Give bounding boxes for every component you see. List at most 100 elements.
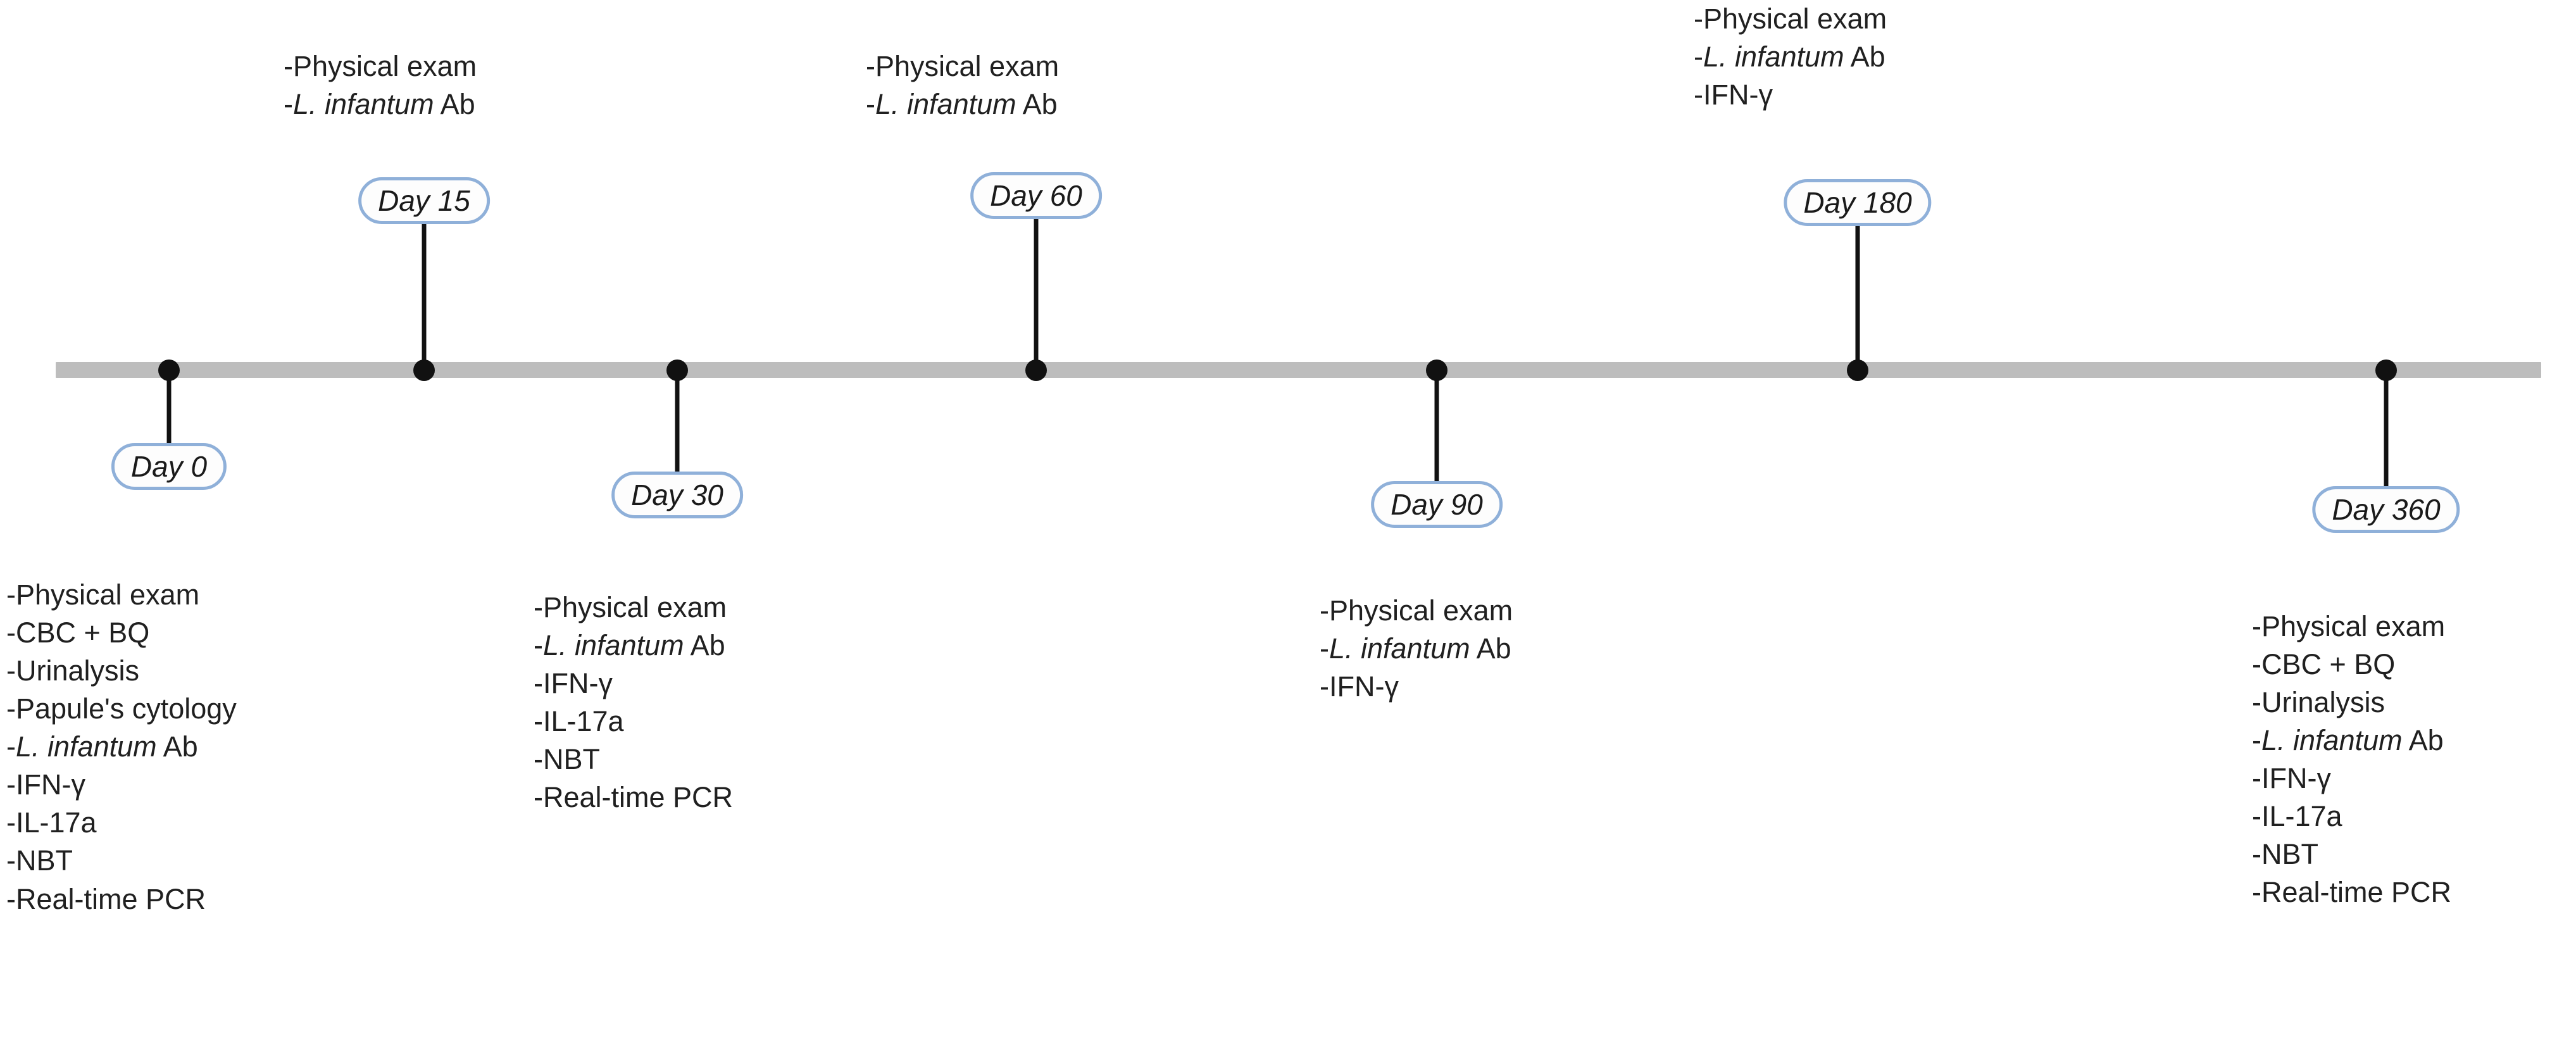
procedure-item-text: -Real-time PCR [534, 781, 734, 814]
timeline-connector-day-15 [422, 224, 427, 370]
species-name-italic: L. infantum [293, 88, 434, 121]
procedure-list-day-30: -Physical exam -L. infantum Ab -IFN-γ -IL-1… [534, 589, 733, 816]
timeline-badge-label: Day 180 [1803, 186, 1912, 219]
procedure-item-text: - [1320, 632, 1329, 665]
procedure-item-text: -IFN-γ [1694, 78, 1773, 111]
procedure-item: -Urinalysis [6, 652, 237, 690]
procedure-item-text: - [284, 88, 293, 121]
species-name-italic: L. infantum [875, 88, 1016, 121]
procedure-item-text: - [6, 730, 16, 763]
timeline-badge-label: Day 360 [2332, 493, 2441, 526]
procedure-item-suffix: Ab [156, 730, 198, 763]
procedure-item-text: - [1694, 41, 1703, 73]
procedure-item: -IFN-γ [1320, 668, 1513, 706]
procedure-item-text: -Papule's cytology [6, 692, 237, 725]
timeline-badge-day-0[interactable]: Day 0 [111, 443, 227, 490]
procedure-item-text: -IFN-γ [534, 667, 613, 700]
procedure-item-text: -Physical exam [284, 50, 477, 82]
procedure-item: -IFN-γ [6, 766, 237, 804]
procedure-item-suffix: Ab [2402, 724, 2444, 757]
procedure-item-suffix: Ab [1470, 632, 1511, 665]
procedure-item: -Physical exam [534, 589, 733, 627]
timeline-connector-day-0 [166, 370, 172, 443]
procedure-item-text: -Real-time PCR [2252, 876, 2452, 909]
timeline-badge-label: Day 0 [130, 450, 208, 483]
procedure-list-day-90: -Physical exam-L. infantum Ab-IFN-γ [1320, 592, 1513, 706]
procedure-item: -NBT [2252, 835, 2451, 873]
procedure-item-text: -Physical exam [2252, 610, 2446, 642]
procedure-item-text: -Physical exam [6, 579, 200, 611]
timeline-badge-day-360[interactable]: Day 360 [2312, 486, 2460, 533]
procedure-item-text: - [2252, 724, 2261, 757]
procedure-item: -L. infantum Ab [284, 85, 477, 123]
timeline-connector-day-360 [2384, 370, 2389, 486]
procedure-list-day-60: -Physical exam-L. infantum Ab [866, 47, 1059, 123]
procedure-item-text: -IFN-γ [1320, 670, 1399, 703]
timeline-connector-day-30 [675, 370, 680, 472]
timeline-badge-label: Day 60 [990, 179, 1082, 212]
procedure-item-text: -IL-17a [534, 705, 624, 738]
timeline-badge-day-60[interactable]: Day 60 [970, 172, 1102, 219]
procedure-item-text: -Real-time PCR [6, 882, 206, 915]
timeline-connector-day-180 [1855, 226, 1860, 370]
timeline-badge-day-30[interactable]: Day 30 [611, 472, 743, 518]
timeline-connector-day-90 [1434, 370, 1439, 481]
procedure-list-day-360: -Physical exam -CBC + BQ -Urinalysis -L. in… [2252, 608, 2451, 912]
species-name-italic: L. infantum [16, 730, 157, 763]
procedure-item: -IFN-γ [1694, 76, 1887, 114]
procedure-item-suffix: Ab [1016, 88, 1058, 121]
timeline-connector-day-60 [1034, 219, 1039, 370]
procedure-item: -Real-time PCR [2252, 873, 2451, 911]
procedure-item: -Physical exam [284, 47, 477, 85]
procedure-item: -Physical exam [866, 47, 1059, 85]
procedure-item-suffix: Ab [684, 629, 725, 662]
timeline-axis-bar [56, 362, 2541, 378]
procedure-item-text: -Physical exam [1694, 3, 1887, 35]
species-name-italic: L. infantum [1329, 632, 1470, 665]
procedure-item-text: -IL-17a [6, 806, 97, 839]
procedure-item: -L. infantum Ab [1320, 630, 1513, 668]
procedure-item: -IL-17a [2252, 797, 2451, 835]
procedure-item: -Real-time PCR [6, 880, 237, 918]
species-name-italic: L. infantum [2261, 724, 2403, 757]
procedure-item: -Physical exam [1320, 592, 1513, 630]
procedure-item-text: -CBC + BQ [2252, 648, 2396, 681]
procedure-item: -CBC + BQ [2252, 646, 2451, 684]
timeline-badge-label: Day 90 [1391, 488, 1483, 521]
species-name-italic: L. infantum [543, 629, 684, 662]
procedure-item: -Physical exam [6, 576, 237, 614]
timeline-badge-label: Day 15 [378, 184, 470, 217]
procedure-item-suffix: Ab [434, 88, 475, 121]
procedure-list-day-180: -Physical exam -L. infantum Ab -IFN-γ [1694, 0, 1887, 114]
timeline-badge-label: Day 30 [631, 478, 723, 511]
procedure-item-text: -NBT [534, 743, 600, 776]
procedure-item: -IL-17a [534, 703, 733, 741]
species-name-italic: L. infantum [1703, 41, 1844, 73]
procedure-item-text: -CBC + BQ [6, 616, 150, 649]
procedure-item: -Physical exam [2252, 608, 2451, 646]
procedure-item: -Physical exam [1694, 0, 1887, 38]
procedure-item-text: -IFN-γ [2252, 762, 2331, 795]
procedure-list-day-0: -Physical exam -CBC + BQ-Urinalysis -Papu… [6, 576, 237, 918]
procedure-list-day-15: -Physical exam-L. infantum Ab [284, 47, 477, 123]
procedure-item: -L. infantum Ab [866, 85, 1059, 123]
procedure-item: -Real-time PCR [534, 779, 733, 816]
procedure-item-suffix: Ab [1844, 41, 1885, 73]
procedure-item: -Papule's cytology [6, 690, 237, 728]
procedure-item-text: -Physical exam [866, 50, 1060, 82]
timeline-badge-day-90[interactable]: Day 90 [1371, 481, 1503, 528]
procedure-item-text: -Urinalysis [2252, 686, 2385, 719]
timeline-badge-day-180[interactable]: Day 180 [1784, 179, 1932, 226]
procedure-item: -L. infantum Ab [6, 728, 237, 766]
procedure-item: -CBC + BQ [6, 614, 237, 652]
procedure-item-text: -Physical exam [534, 591, 727, 623]
procedure-item: -IFN-γ [534, 665, 733, 703]
procedure-item: -IL-17a [6, 804, 237, 842]
procedure-item-text: - [534, 629, 543, 662]
procedure-item: -NBT [6, 842, 237, 880]
procedure-item: -NBT [534, 741, 733, 779]
timeline-badge-day-15[interactable]: Day 15 [358, 177, 490, 224]
procedure-item-text: - [866, 88, 875, 121]
procedure-item-text: -IFN-γ [6, 768, 85, 801]
